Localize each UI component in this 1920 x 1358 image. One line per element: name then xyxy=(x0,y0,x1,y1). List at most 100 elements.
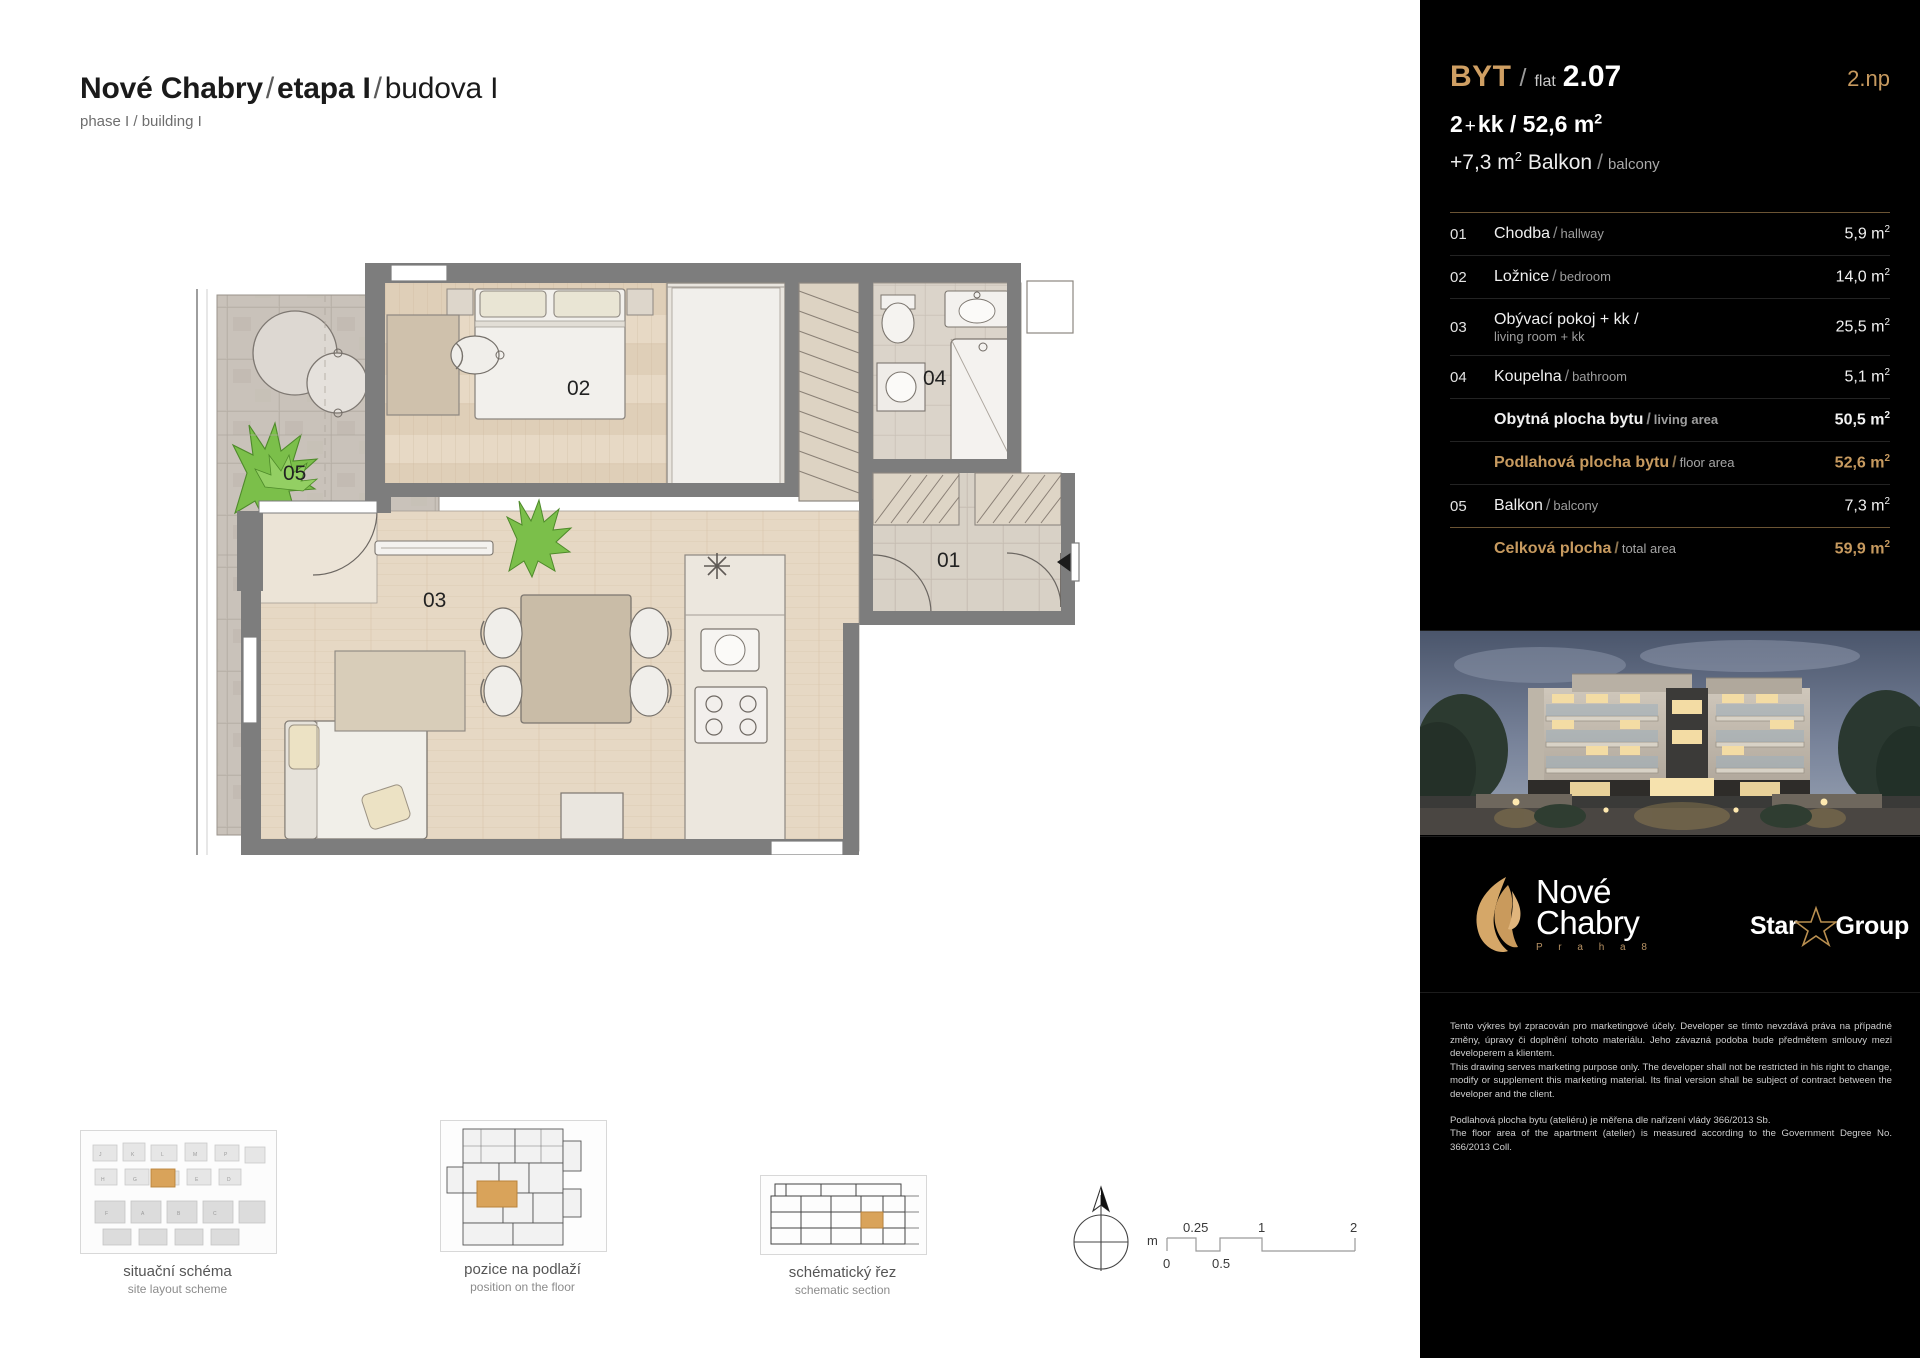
thumbnail-caption-cz: situační schéma xyxy=(123,1263,232,1280)
flat-area: 52,6 m xyxy=(1522,111,1595,137)
svg-text:F: F xyxy=(105,1211,108,1217)
row-name: Podlahová plocha bytu/floor area xyxy=(1494,453,1835,472)
svg-text:L: L xyxy=(161,1152,164,1158)
phase-name: etapa I xyxy=(277,72,371,105)
page-subtitle: phase I / building I xyxy=(80,113,202,130)
row-name: Ložnice/bedroom xyxy=(1494,267,1836,286)
table-row-floor-area: Podlahová plocha bytu/floor area 52,6 m2 xyxy=(1450,442,1890,485)
walls-hallway xyxy=(859,473,1080,625)
row-name-cz: Chodba xyxy=(1494,225,1551,243)
svg-text:J: J xyxy=(99,1152,102,1158)
room-label-01: 01 xyxy=(937,549,960,572)
scale-tick-2: 2 xyxy=(1350,1220,1357,1235)
row-slash: / xyxy=(1646,411,1651,429)
title-sep-1: / xyxy=(265,72,274,105)
room-label-02: 02 xyxy=(567,377,590,400)
row-name-en: total area xyxy=(1621,541,1677,557)
row-area: 5,9 m2 xyxy=(1844,224,1890,243)
row-slash: / xyxy=(1545,497,1551,515)
balcony-en: balcony xyxy=(1607,156,1660,173)
scale-bar xyxy=(1166,1237,1356,1252)
floor-plan-svg: 05 xyxy=(196,263,1080,855)
info-panel: BYT / flat 2.07 2.np 2+kk / 52,6 m2 +7,3… xyxy=(1420,0,1920,1358)
flat-size-line: 2+kk / 52,6 m2 xyxy=(1450,111,1890,138)
disclaimer-cz-1: Tento výkres byl zpracován pro marketing… xyxy=(1450,1021,1892,1060)
row-name-cz: Obývací pokoj + kk / xyxy=(1494,310,1639,328)
balcony-slash: / xyxy=(1597,151,1603,174)
row-name-cz: Celková plocha xyxy=(1494,540,1612,558)
row-name-en: living area xyxy=(1653,412,1719,428)
star-group-star: Star xyxy=(1750,911,1798,940)
row-area: 14,0 m2 xyxy=(1835,267,1890,286)
row-name-cz: Ložnice xyxy=(1494,268,1550,286)
layout-plus: + xyxy=(1464,116,1476,137)
page-title: Nové Chabry/etapa I/budova I xyxy=(80,72,498,106)
row-area: 5,1 m2 xyxy=(1844,367,1890,386)
walls-bathroom xyxy=(859,263,1021,499)
balcony-cz: Balkon xyxy=(1527,151,1593,174)
nove-chabry-logo: Nové Chabry P r a h a 8 xyxy=(1468,873,1653,957)
flat-area-unit-sup: 2 xyxy=(1594,111,1603,128)
row-name-cz: Podlahová plocha bytu xyxy=(1494,454,1670,472)
interior-walls xyxy=(365,263,799,497)
flat-number: 2.07 xyxy=(1562,60,1622,93)
table-row: 01 Chodba/hallway 5,9 m2 xyxy=(1450,213,1890,256)
building-render-image xyxy=(1420,630,1920,835)
sheet-title-block: Nové Chabry/etapa I/budova I phase I / b… xyxy=(80,72,498,130)
row-area: 25,5 m2 xyxy=(1835,317,1890,336)
row-slash: / xyxy=(1564,368,1570,386)
flat-label: flat xyxy=(1534,73,1556,90)
title-sep-2: / xyxy=(373,72,382,105)
plant-icon-2 xyxy=(505,498,573,579)
table-row-total-area: Celková plocha/total area 59,9 m2 xyxy=(1450,527,1890,570)
thumbnail-caption-cz: pozice na podlaží xyxy=(464,1261,581,1278)
disclaimer-en-2: The floor area of the apartment (atelier… xyxy=(1450,1128,1892,1153)
row-name-cz: Obytná plocha bytu xyxy=(1494,411,1644,429)
svg-text:K: K xyxy=(131,1152,135,1158)
thumbnail-caption-en: site layout scheme xyxy=(127,1282,228,1296)
schematic-section-icon xyxy=(760,1175,927,1255)
disclaimer-en-1: This drawing serves marketing purpose on… xyxy=(1450,1061,1892,1101)
divider-render-top xyxy=(1420,630,1920,631)
svg-text:C: C xyxy=(213,1211,217,1217)
row-name-en: bathroom xyxy=(1572,369,1627,385)
logo-line-1: Nové xyxy=(1536,872,1612,910)
svg-text:G: G xyxy=(133,1177,137,1183)
floor-plan: 05 xyxy=(175,255,1235,855)
room-area-table: 01 Chodba/hallway 5,9 m2 02 Ložnice/bedr… xyxy=(1450,212,1890,570)
row-slash: / xyxy=(1672,454,1677,472)
row-name: Obytná plocha bytu/living area xyxy=(1494,410,1835,429)
star-icon xyxy=(1794,905,1839,947)
row-area: 7,3 m2 xyxy=(1844,496,1890,515)
room-hallway: 01 xyxy=(872,472,1073,614)
scale-tick-0: 0 xyxy=(1163,1256,1170,1271)
star-group-logo: Star Group xyxy=(1750,905,1909,947)
table-row-living-area: Obytná plocha bytu/living area 50,5 m2 xyxy=(1450,399,1890,442)
thumbnail-schematic-section[interactable]: schématický řez schematic section xyxy=(760,1175,927,1297)
leaf-icon xyxy=(1476,877,1521,953)
room-label-03: 03 xyxy=(423,589,446,612)
balcony-area-sup: 2 xyxy=(1514,149,1523,164)
row-name-en: floor area xyxy=(1679,455,1735,471)
byt-separator: / xyxy=(1519,64,1527,92)
thumbnail-floor-position[interactable]: pozice na podlaží position on the floor xyxy=(440,1120,607,1294)
row-name-cz: Koupelna xyxy=(1494,368,1562,386)
flat-header: BYT / flat 2.07 2.np xyxy=(1450,0,1890,94)
row-name-en: hallway xyxy=(1560,226,1604,242)
star-group-group: Group xyxy=(1835,911,1909,940)
thumbnail-caption-cz: schématický řez xyxy=(788,1264,897,1281)
row-area: 52,6 m2 xyxy=(1834,453,1890,472)
layout-rooms: 2 xyxy=(1450,111,1463,137)
table-top-rule xyxy=(1450,212,1890,213)
svg-text:B: B xyxy=(177,1211,181,1217)
row-name-en: living room + kk xyxy=(1494,328,1585,344)
table-row: 05 Balkon/balcony 7,3 m2 xyxy=(1450,485,1890,527)
scale-bar-svg: m 0 0.25 0.5 1 2 xyxy=(1073,1185,1357,1271)
balcony-area: +7,3 m xyxy=(1450,151,1515,174)
logo-subtitle: P r a h a 8 xyxy=(1536,942,1654,954)
compass-icon xyxy=(1073,1185,1129,1271)
closet-hatch xyxy=(798,282,860,502)
row-name: Balkon/balcony xyxy=(1494,496,1844,515)
